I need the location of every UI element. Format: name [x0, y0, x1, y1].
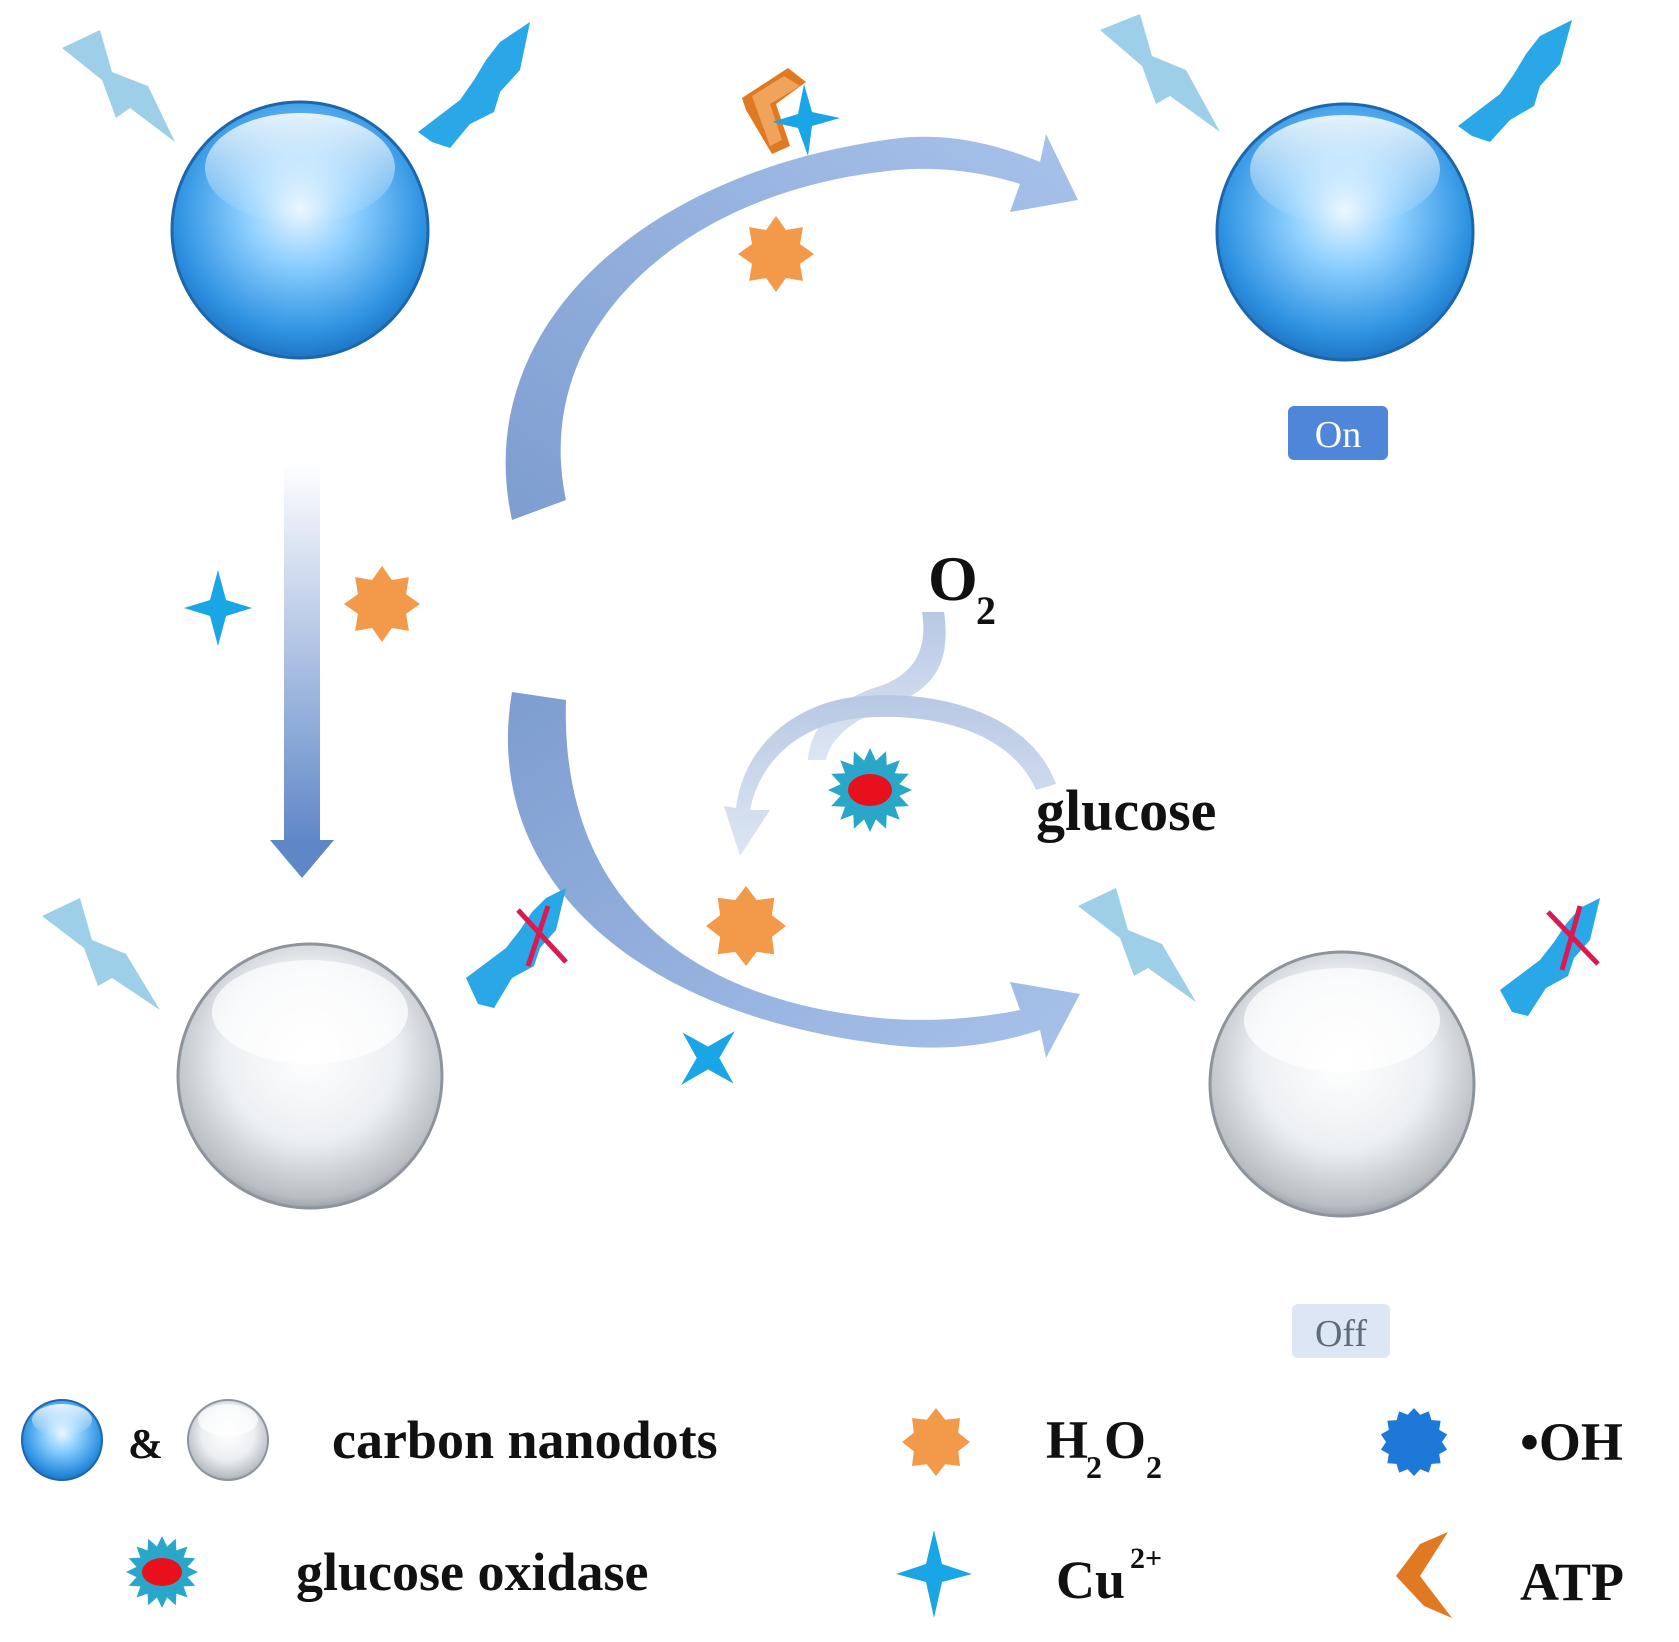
cu-icon-left [184, 570, 252, 646]
h2o2-shape [738, 216, 814, 292]
legend-h2o2-sub2: 2 [1146, 1449, 1162, 1485]
legend-glucose-oxidase-icon [126, 1536, 198, 1608]
glucose-oxidase-icon-center [828, 748, 912, 832]
legend-cu-icon [896, 1530, 972, 1618]
legend-h2o2-o: O [1104, 1410, 1146, 1470]
emission-light-icon [418, 22, 530, 148]
emission-light-icon [1458, 20, 1572, 142]
legend-cu: Cu [1056, 1550, 1125, 1610]
off-badge: Off [1292, 1304, 1390, 1358]
legend-blue-nanodot-icon [21, 1399, 103, 1481]
o2-subscript: 2 [976, 588, 996, 633]
legend-atp-icon [1396, 1532, 1452, 1618]
glucose-label: glucose [1036, 778, 1216, 843]
o2-label: O [928, 543, 978, 614]
emission-light-icon [466, 888, 566, 1008]
excitation-light-icon [62, 30, 175, 142]
down-arrow [270, 462, 334, 878]
legend-cu-sup: 2+ [1130, 1542, 1162, 1575]
legend-white-nanodot-icon [187, 1399, 269, 1481]
excitation-light-icon [1078, 888, 1196, 1002]
blocked-emission-cross-icon [1546, 905, 1600, 971]
legend-amp: & [128, 1422, 163, 1468]
legend-carbon-nanodots: carbon nanodots [332, 1410, 718, 1470]
excitation-light-icon [42, 898, 160, 1010]
h2o2-star-icon-center [706, 886, 786, 966]
nanodot-top-left [62, 22, 530, 360]
h2o2-star-icon-left [344, 566, 420, 642]
oxidation-arrows [724, 612, 1056, 856]
nanodot-top-right [1100, 14, 1572, 362]
cu-icon-center [681, 1031, 735, 1085]
excitation-light-icon [1100, 14, 1220, 132]
top-arc-arrow [505, 134, 1078, 520]
off-label: Off [1315, 1313, 1367, 1355]
on-badge: On [1288, 406, 1388, 460]
on-label: On [1315, 414, 1361, 456]
legend-oh: •OH [1520, 1412, 1623, 1472]
legend-h2o2-h: H [1046, 1410, 1088, 1470]
legend-glucose-oxidase: glucose oxidase [296, 1542, 649, 1602]
nanodot-bottom-right [1078, 888, 1600, 1218]
legend: & carbon nanodots H 2 O 2 •OH glucose ox… [21, 1399, 1624, 1618]
legend-oh-icon [1380, 1408, 1448, 1476]
legend-h2o2-icon [902, 1408, 970, 1476]
blocked-emission-cross-icon [516, 905, 568, 967]
h2o2-star-icon-top [738, 216, 814, 292]
nanodot-bottom-left [42, 888, 568, 1210]
bottom-arc-arrow [507, 692, 1081, 1058]
legend-atp: ATP [1520, 1552, 1624, 1612]
legend-h2o2-sub1: 2 [1086, 1449, 1102, 1485]
atp-cu-complex-icon [742, 68, 840, 156]
